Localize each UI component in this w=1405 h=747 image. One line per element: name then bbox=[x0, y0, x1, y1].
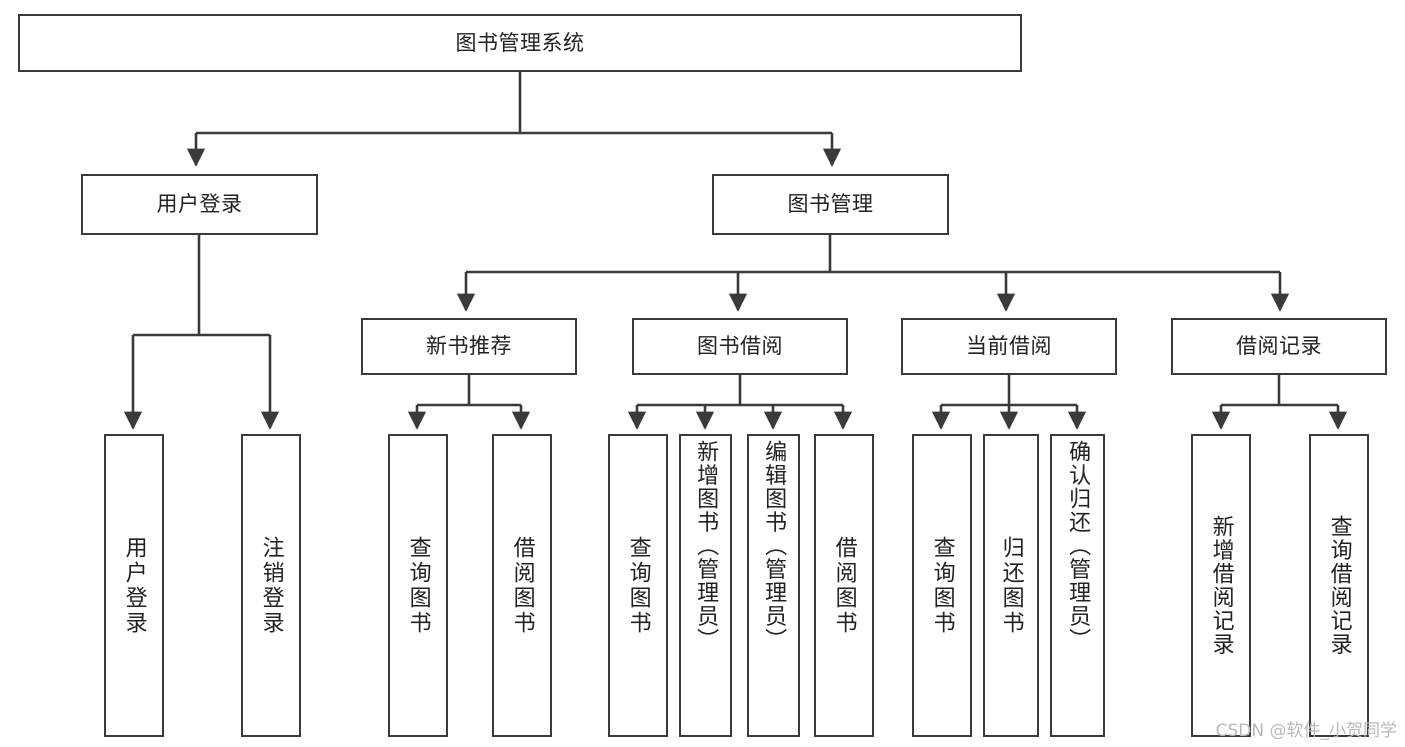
node-leaf-query-book-1[interactable]: 查询图书 bbox=[388, 434, 448, 737]
node-leaf-add-book[interactable]: 新增图书（管理员） bbox=[679, 434, 732, 737]
node-leaf-borrow-book-2[interactable]: 借阅图书 bbox=[814, 434, 874, 737]
node-leaf-confirm-return[interactable]: 确认归还（管理员） bbox=[1050, 434, 1105, 737]
node-user-login[interactable]: 用户登录 bbox=[81, 174, 318, 235]
node-leaf-return-book-label: 归还图书 bbox=[998, 535, 1024, 636]
node-leaf-borrow-book-1[interactable]: 借阅图书 bbox=[492, 434, 552, 737]
node-leaf-user-logout[interactable]: 注销登录 bbox=[241, 434, 301, 737]
node-leaf-user-login-label: 用户登录 bbox=[121, 535, 147, 636]
node-leaf-borrow-book-1-label: 借阅图书 bbox=[509, 535, 535, 636]
node-leaf-user-login[interactable]: 用户登录 bbox=[104, 434, 164, 737]
node-book-manage[interactable]: 图书管理 bbox=[712, 174, 949, 235]
node-new-book-recommend[interactable]: 新书推荐 bbox=[361, 318, 577, 375]
node-leaf-query-book-1-label: 查询图书 bbox=[405, 535, 431, 636]
node-book-borrow[interactable]: 图书借阅 bbox=[632, 318, 848, 375]
node-borrow-record-label: 借阅记录 bbox=[1236, 334, 1322, 359]
node-leaf-edit-book[interactable]: 编辑图书（管理员） bbox=[747, 434, 800, 737]
node-new-book-recommend-label: 新书推荐 bbox=[426, 334, 512, 359]
node-leaf-query-record[interactable]: 查询借阅记录 bbox=[1309, 434, 1369, 737]
node-leaf-query-book-2[interactable]: 查询图书 bbox=[608, 434, 668, 737]
node-leaf-query-record-label: 查询借阅记录 bbox=[1326, 515, 1352, 656]
node-leaf-query-book-3[interactable]: 查询图书 bbox=[912, 434, 972, 737]
node-book-manage-label: 图书管理 bbox=[787, 192, 874, 217]
node-root-label: 图书管理系统 bbox=[455, 30, 585, 55]
node-root[interactable]: 图书管理系统 bbox=[18, 14, 1022, 72]
node-leaf-query-book-2-label: 查询图书 bbox=[625, 535, 651, 636]
node-leaf-add-record[interactable]: 新增借阅记录 bbox=[1191, 434, 1251, 737]
node-user-login-label: 用户登录 bbox=[156, 192, 243, 217]
node-leaf-confirm-return-label: 确认归还（管理员） bbox=[1065, 440, 1091, 652]
node-leaf-borrow-book-2-label: 借阅图书 bbox=[831, 535, 857, 636]
watermark-text: CSDN @软件_小贺同学 bbox=[1215, 721, 1397, 741]
node-borrow-record[interactable]: 借阅记录 bbox=[1171, 318, 1387, 375]
node-leaf-edit-book-label: 编辑图书（管理员） bbox=[761, 440, 787, 652]
node-leaf-add-record-label: 新增借阅记录 bbox=[1208, 515, 1234, 656]
node-leaf-user-logout-label: 注销登录 bbox=[258, 535, 284, 636]
node-leaf-add-book-label: 新增图书（管理员） bbox=[693, 440, 719, 652]
node-leaf-return-book[interactable]: 归还图书 bbox=[983, 434, 1039, 737]
node-leaf-query-book-3-label: 查询图书 bbox=[929, 535, 955, 636]
node-current-borrow-label: 当前借阅 bbox=[966, 334, 1052, 359]
node-current-borrow[interactable]: 当前借阅 bbox=[901, 318, 1117, 375]
node-book-borrow-label: 图书借阅 bbox=[697, 334, 783, 359]
